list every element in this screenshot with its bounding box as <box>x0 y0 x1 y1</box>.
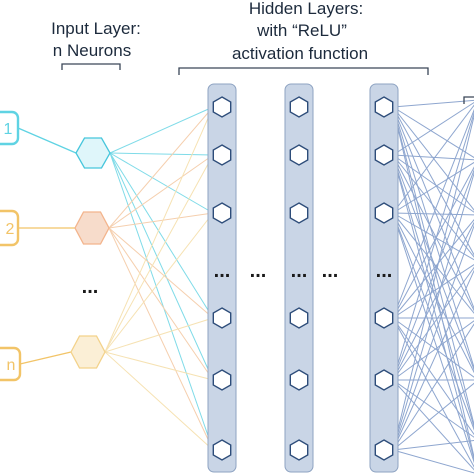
input-connection-line <box>109 152 214 319</box>
input-connection-line <box>104 317 214 353</box>
hidden-neuron <box>289 144 309 166</box>
output-connection-line <box>392 154 474 461</box>
output-connection-line <box>392 212 474 431</box>
hidden-neuron <box>289 439 309 461</box>
output-connection-line <box>392 449 474 474</box>
hidden-neuron <box>212 439 232 461</box>
input-connection-line <box>108 212 214 229</box>
input-connections <box>17 106 214 451</box>
input-neuron-1 <box>75 137 111 169</box>
input-feature-n: n <box>0 346 22 382</box>
input-layer-title-line2: n Neurons <box>53 41 131 60</box>
output-connection-line <box>392 212 474 314</box>
output-connection-line <box>392 317 474 436</box>
hidden-ellipsis-col3: ... <box>376 260 393 282</box>
output-connection-line <box>392 106 474 369</box>
output-connection-line <box>392 154 474 371</box>
hidden-neuron <box>374 307 394 329</box>
hidden-neuron <box>212 96 232 118</box>
hidden-layers-bracket <box>178 67 429 75</box>
output-connection-line <box>392 379 474 471</box>
hidden-layers-title-line3: activation function <box>232 44 368 63</box>
output-layer-bracket <box>463 96 474 104</box>
output-connection-line <box>392 219 474 319</box>
input-connection-line <box>108 154 214 229</box>
hidden-neuron <box>212 307 232 329</box>
input-neuron-2 <box>74 211 110 245</box>
output-connection-line <box>392 269 474 451</box>
output-connection-line <box>392 171 474 451</box>
hidden-neuron <box>289 202 309 224</box>
input-connection-line <box>104 351 214 451</box>
output-connection-line <box>392 154 474 312</box>
output-connection-line <box>392 323 474 451</box>
input-feature-1: 1 <box>0 110 20 146</box>
input-layer-title-line1: Input Layer: <box>51 19 141 38</box>
hidden-neuron <box>289 307 309 329</box>
hidden-ellipsis-col2: ... <box>291 260 308 282</box>
input-layer-bracket <box>61 63 121 70</box>
output-connection-line <box>392 168 474 381</box>
input-connection-line <box>108 106 214 229</box>
output-connection-line <box>392 320 474 381</box>
output-connection-line <box>392 106 474 310</box>
output-connection-line <box>392 212 474 216</box>
output-connection-line <box>392 154 474 213</box>
input-connection-line <box>104 106 214 353</box>
input-connection-line <box>104 154 214 353</box>
hidden-neuron <box>374 144 394 166</box>
input-connection-line <box>109 152 214 381</box>
hidden-neuron <box>289 369 309 391</box>
input-connection-line <box>109 152 214 451</box>
input-connection-line <box>104 212 214 353</box>
hidden-ellipsis-col1: ... <box>214 260 231 282</box>
input-link-1 <box>17 127 77 154</box>
input-neuron-n <box>70 335 106 369</box>
input-connection-line <box>109 152 214 156</box>
input-feature-2-label: 2 <box>6 221 15 238</box>
hidden-neuron <box>212 202 232 224</box>
output-connection-line <box>392 99 474 108</box>
hidden-neuron <box>374 439 394 461</box>
output-connection-line <box>392 101 474 156</box>
output-connection-line <box>392 264 474 319</box>
output-connection-line <box>392 111 474 381</box>
input-connection-line <box>108 227 214 319</box>
input-connection-line <box>104 351 214 381</box>
input-connection-line <box>109 106 214 154</box>
output-connection-line <box>392 106 474 159</box>
hidden-neuron <box>374 369 394 391</box>
input-feature-2: 2 <box>0 209 20 247</box>
output-connection-line <box>392 161 474 214</box>
output-connection-line <box>392 108 474 319</box>
output-connections <box>392 99 474 474</box>
hidden-ellipsis-gap2: ... <box>322 260 339 282</box>
output-connection-line <box>392 382 474 451</box>
hidden-layers-title-line1: Hidden Layers: <box>249 0 363 18</box>
output-connection-line <box>392 224 474 451</box>
input-connection-line <box>108 227 214 381</box>
hidden-ellipsis-gap1: ... <box>250 260 267 282</box>
input-link-3 <box>19 351 72 365</box>
hidden-neuron <box>212 144 232 166</box>
output-connection-line <box>392 439 474 451</box>
input-feature-1-label: 1 <box>4 121 13 138</box>
output-connection-line <box>392 104 474 214</box>
input-feature-n-label: n <box>7 357 16 374</box>
output-connection-line <box>392 221 474 381</box>
hidden-neuron <box>374 96 394 118</box>
output-connection-line <box>392 114 474 451</box>
hidden-neuron <box>374 202 394 224</box>
hidden-neurons <box>212 96 394 461</box>
hidden-neuron <box>289 96 309 118</box>
hidden-neuron <box>212 369 232 391</box>
input-connection-line <box>108 227 214 451</box>
input-ellipsis: ... <box>82 276 99 298</box>
input-connection-line <box>109 152 214 214</box>
hidden-layers-title-line2: with “ReLU” <box>256 21 347 40</box>
output-connection-line <box>392 266 474 381</box>
